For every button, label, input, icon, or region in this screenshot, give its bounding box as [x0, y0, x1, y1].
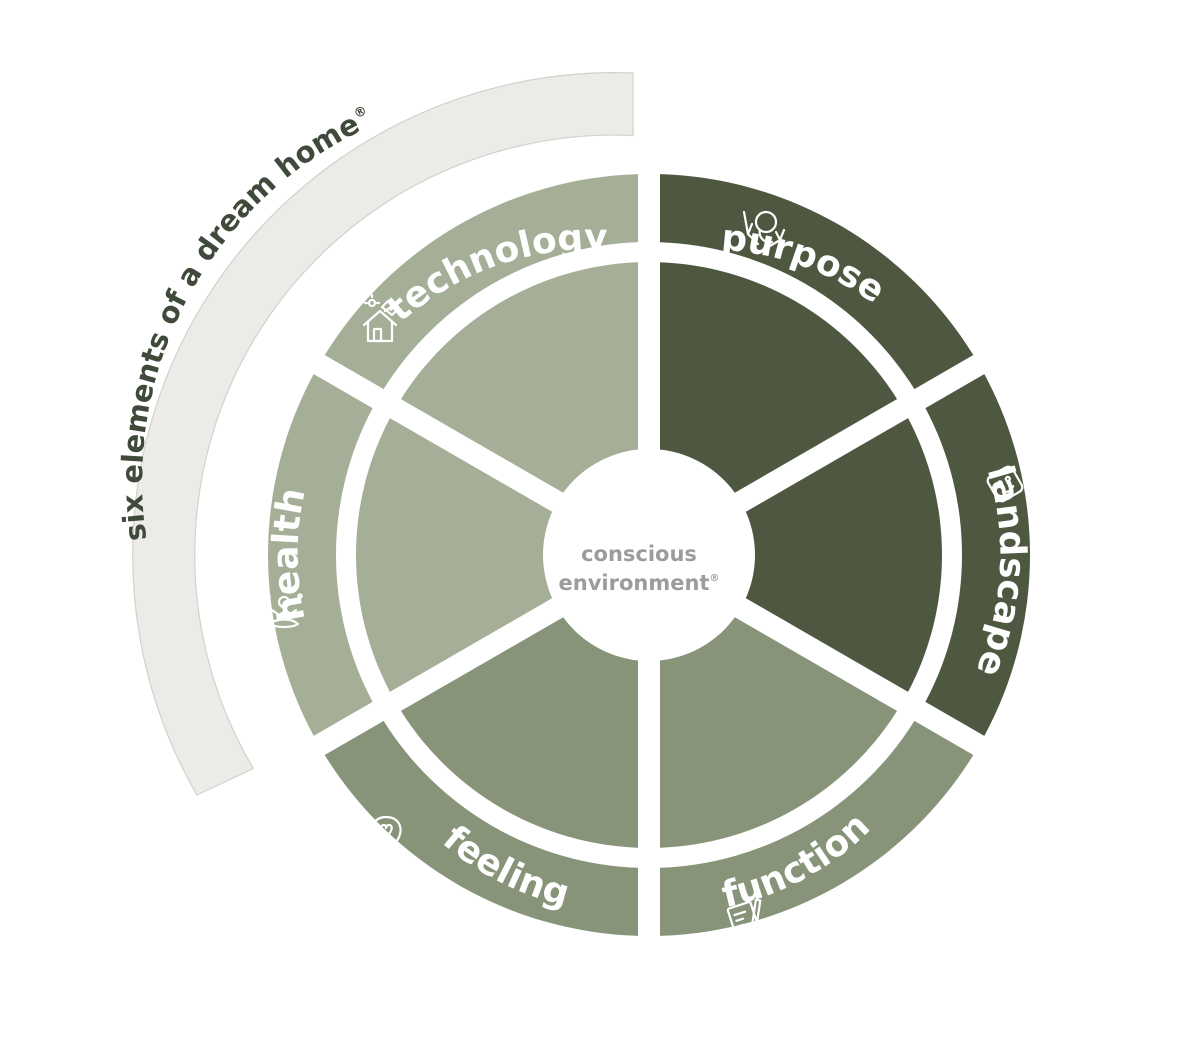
- center-circle: [543, 449, 755, 661]
- segment-ring-landscape: [925, 374, 1030, 736]
- hands-head-icon: [742, 210, 786, 248]
- segment-ring-technology: [324, 174, 639, 390]
- outer-band-arc: [132, 72, 634, 796]
- center-label-line1: conscious: [581, 542, 697, 566]
- segment-ring-function: [659, 720, 974, 936]
- segment-wedge-landscape: [654, 418, 942, 692]
- meditation-icon: [265, 587, 303, 629]
- segment-wedge-health: [356, 418, 644, 692]
- segment-ring-health: [268, 374, 373, 736]
- segment-icons: [265, 210, 1024, 937]
- segment-ring-feeling: [324, 720, 639, 936]
- landscape-tile-icon: [986, 465, 1024, 503]
- heart-bubble-icon: [369, 815, 404, 857]
- segment-ring-purpose: [659, 174, 974, 390]
- center-label-line2: environment®: [559, 571, 720, 595]
- solar-house-icon: [362, 293, 400, 343]
- pencil-drawing-icon: [726, 898, 762, 937]
- center-hub: conscious environment®: [543, 449, 755, 661]
